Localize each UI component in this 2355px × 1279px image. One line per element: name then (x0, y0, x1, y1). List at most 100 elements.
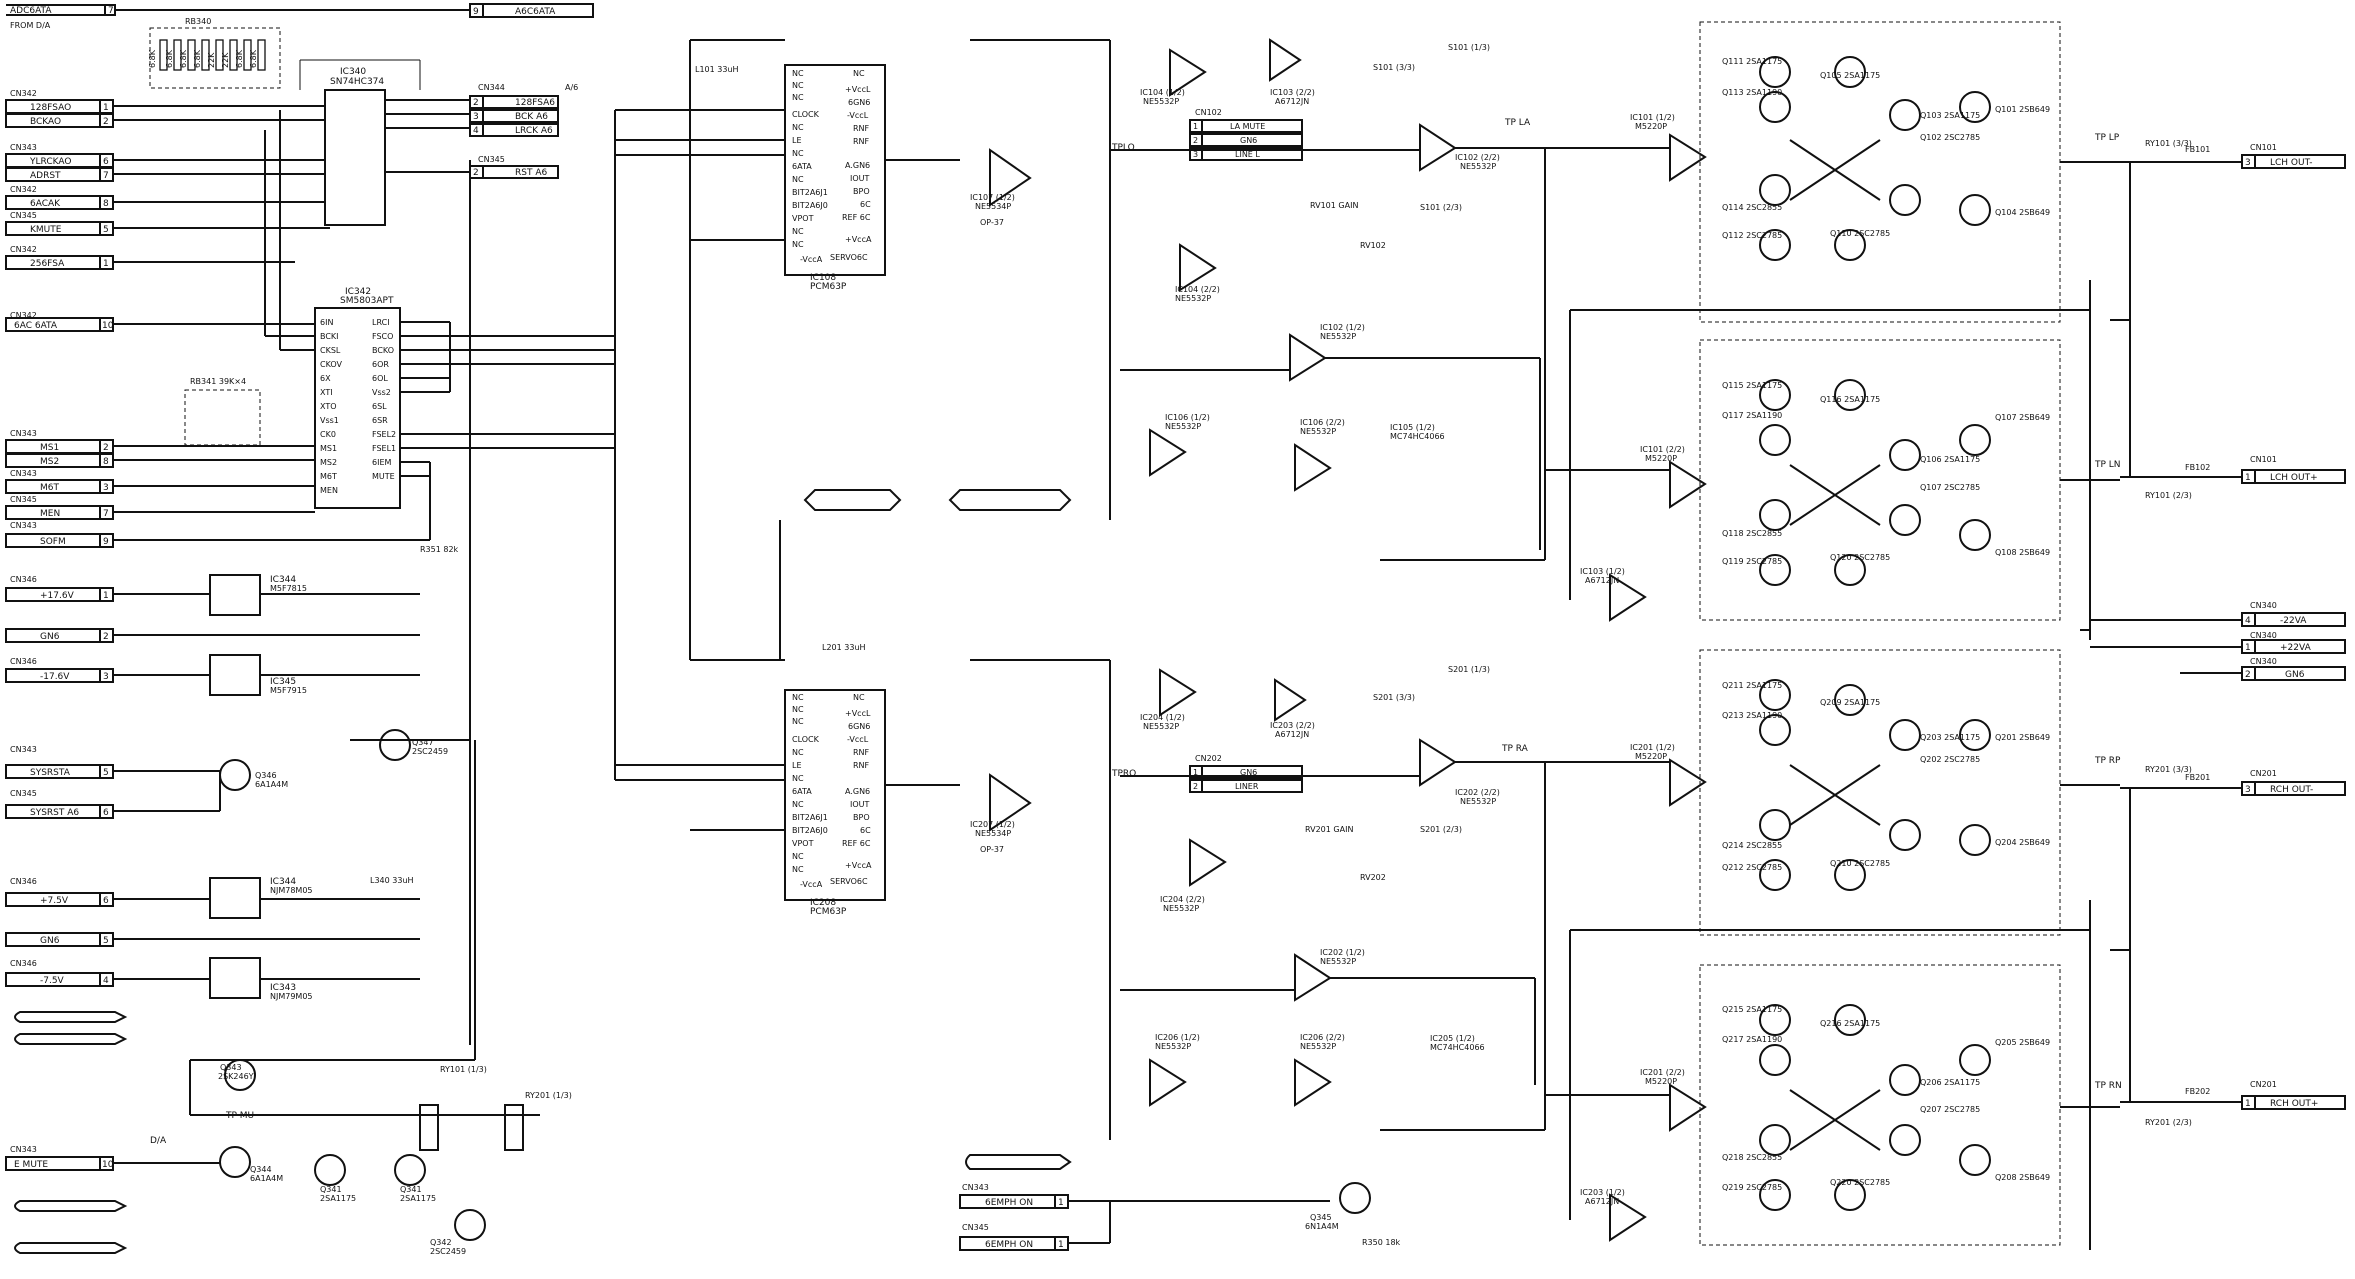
svg-text:GN6: GN6 (2285, 670, 2305, 680)
svg-text:4: 4 (2245, 616, 2251, 626)
svg-text:Q220 2SC2785: Q220 2SC2785 (1830, 1178, 1890, 1187)
svg-text:NE5532P: NE5532P (1163, 904, 1199, 913)
opamp-ic202: IC202 (2/2) NE5532P (1419, 738, 1500, 806)
conn-pin: 1 (103, 259, 109, 269)
svg-text:+VccA: +VccA (845, 861, 872, 870)
svg-text:6.8K: 6.8K (179, 49, 188, 68)
svg-text:IC340: IC340 (340, 67, 366, 77)
svg-text:Q344: Q344 (250, 1165, 272, 1174)
svg-text:FB201: FB201 (2185, 773, 2210, 782)
svg-text:IC207 (1/2): IC207 (1/2) (970, 820, 1015, 829)
svg-text:MS1: MS1 (320, 444, 337, 453)
conn-pin: 10 (102, 321, 114, 331)
svg-text:+VccL: +VccL (845, 85, 871, 94)
conn-pin: 6 (103, 157, 109, 167)
svg-text:M5220P: M5220P (1635, 752, 1667, 761)
svg-text:NC: NC (792, 774, 804, 783)
svg-text:2: 2 (473, 98, 479, 108)
svg-text:LE: LE (792, 761, 802, 770)
svg-text:1: 1 (1058, 1198, 1064, 1208)
svg-text:CKSL: CKSL (320, 346, 341, 355)
svg-text:TP LP: TP LP (2094, 133, 2120, 143)
svg-text:3: 3 (2245, 785, 2251, 795)
svg-text:D/A: D/A (150, 1136, 167, 1146)
conn-cn: CN343 (10, 745, 37, 754)
svg-text:Q203 2SA1175: Q203 2SA1175 (1920, 733, 1980, 742)
svg-text:XTI: XTI (320, 388, 333, 397)
svg-text:NC: NC (792, 852, 804, 861)
svg-text:Q209 2SA1175: Q209 2SA1175 (1820, 698, 1880, 707)
svg-text:FSCO: FSCO (372, 332, 393, 341)
transistor-q342: Q342 2SC2459 (430, 1209, 486, 1256)
svg-text:6GN6: 6GN6 (848, 98, 870, 107)
conn-label: SOFM (40, 537, 66, 547)
amp-block-4: Q215 2SA1175 Q217 2SA1190 Q218 2SC2855 Q… (1580, 964, 2061, 1246)
svg-text:A6712JN: A6712JN (1585, 576, 1619, 585)
svg-text:IC345: IC345 (270, 677, 296, 687)
conn-label: GN6 (40, 936, 60, 946)
svg-text:NE5532P: NE5532P (1300, 427, 1336, 436)
svg-text:2: 2 (2245, 670, 2251, 680)
svg-text:NE5532P: NE5532P (1165, 422, 1201, 431)
dac-ic108: IC108 PCM63P NC NC NC CLOCK NC LE NC 6AT… (784, 64, 886, 292)
svg-text:BPO: BPO (853, 813, 870, 822)
conn-pin: 5 (103, 225, 109, 235)
svg-text:CKOV: CKOV (320, 360, 343, 369)
svg-text:LRCI: LRCI (372, 318, 390, 327)
conn-pin: 2 (103, 117, 109, 127)
svg-text:Q218 2SC2855: Q218 2SC2855 (1722, 1153, 1782, 1162)
amp-block-2: Q115 2SA1175 Q117 2SA1190 Q118 2SC2855 Q… (1580, 339, 2061, 622)
svg-text:RNF: RNF (853, 748, 870, 757)
transistor-q346: Q346 6A1A4M (219, 759, 288, 791)
svg-text:NC: NC (792, 240, 804, 249)
svg-text:OP-37: OP-37 (980, 845, 1004, 854)
svg-text:PCM63P: PCM63P (810, 907, 847, 917)
svg-text:IC203 (1/2): IC203 (1/2) (1580, 1188, 1625, 1197)
svg-text:+VccA: +VccA (845, 235, 872, 244)
opamp-ic203: IC203 (2/2) A6712JN (1270, 678, 1315, 739)
svg-text:6SR: 6SR (372, 416, 388, 425)
svg-text:TP LN: TP LN (2094, 460, 2121, 470)
svg-text:6IN: 6IN (320, 318, 333, 327)
svg-text:Q107 2SC2785: Q107 2SC2785 (1920, 483, 1980, 492)
svg-text:NC: NC (792, 693, 804, 702)
conn-pin: 1 (103, 103, 109, 113)
ic344-regulator: IC344 M5F7815 (209, 574, 307, 616)
svg-text:FSEL2: FSEL2 (372, 430, 396, 439)
svg-text:IC205 (1/2): IC205 (1/2) (1430, 1034, 1475, 1043)
conn-label: YLRCKAO (29, 157, 71, 167)
svg-text:+22VA: +22VA (2280, 643, 2312, 653)
svg-text:IC201 (1/2): IC201 (1/2) (1630, 743, 1675, 752)
conn-label: 128FSAO (30, 103, 71, 113)
svg-text:NE5532P: NE5532P (1460, 797, 1496, 806)
svg-text:Q110 2SC2785: Q110 2SC2785 (1830, 229, 1890, 238)
svg-text:A6712JN: A6712JN (1585, 1197, 1619, 1206)
svg-text:NC: NC (853, 69, 865, 78)
conn-cn: CN346 (10, 657, 37, 666)
svg-text:RY101 (1/3): RY101 (1/3) (440, 1065, 487, 1074)
svg-text:LINER: LINER (1235, 782, 1259, 791)
svg-text:NE5532P: NE5532P (1155, 1042, 1191, 1051)
ic340: IC340 SN74HC374 (299, 59, 421, 226)
svg-text:M5F7815: M5F7815 (270, 584, 307, 593)
conn-pin: 2 (103, 632, 109, 642)
svg-text:REF 6C: REF 6C (842, 213, 871, 222)
transistor-q345: Q345 6N1A4M (1305, 1182, 1371, 1231)
conn-cn: CN343 (10, 1145, 37, 1154)
conn-label: -7.5V (40, 976, 65, 986)
svg-text:BCKI: BCKI (320, 332, 339, 341)
svg-text:-VccA: -VccA (800, 255, 823, 264)
svg-text:RST A6: RST A6 (515, 168, 547, 178)
svg-text:OP-37: OP-37 (980, 218, 1004, 227)
svg-text:4: 4 (473, 126, 479, 136)
svg-text:Q345: Q345 (1310, 1213, 1332, 1222)
transistor-q341b: Q341 2SA1175 (394, 1154, 436, 1203)
ic342: IC342 SM5803APT 6IN BCKI CKSL CKOV 6X XT… (314, 287, 401, 509)
svg-text:Q206 2SA1175: Q206 2SA1175 (1920, 1078, 1980, 1087)
svg-text:CN345: CN345 (478, 155, 505, 164)
svg-text:22K: 22K (207, 52, 216, 68)
svg-text:6C: 6C (860, 826, 871, 835)
svg-text:+VccL: +VccL (845, 709, 871, 718)
svg-text:Q104 2SB649: Q104 2SB649 (1995, 208, 2050, 217)
svg-text:IC103 (2/2): IC103 (2/2) (1270, 88, 1315, 97)
